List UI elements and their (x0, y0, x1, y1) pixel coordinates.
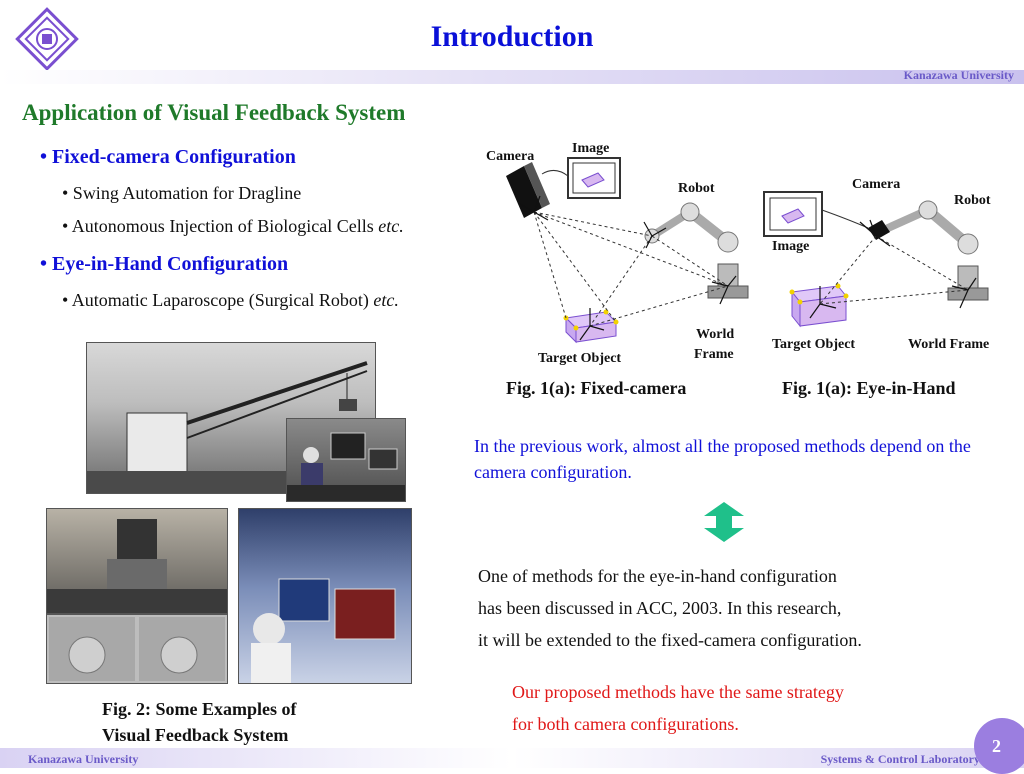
proposed-line-2: for both camera configurations. (512, 714, 739, 734)
university-logo (14, 6, 80, 72)
research-line-1: One of methods for the eye-in-hand confi… (478, 566, 837, 586)
fig1b-image-label: Image (772, 239, 809, 254)
university-seal-icon (15, 7, 79, 71)
fig1a-camera-label: Camera (486, 149, 534, 164)
fig2-caption-line1: Fig. 2: Some Examples of (102, 699, 297, 719)
cell-injection-photo (46, 508, 228, 614)
fig1a-robot-label: Robot (678, 181, 715, 196)
university-name-bottom: Kanazawa University (28, 752, 139, 766)
fig1a-world-label-1: World (696, 327, 734, 342)
previous-work-text: In the previous work, almost all the pro… (474, 436, 971, 482)
bullet-eye-in-hand: • Eye-in-Hand Configuration (40, 253, 289, 275)
research-text: One of methods for the eye-in-hand confi… (478, 560, 998, 656)
university-name-top: Kanazawa University (903, 68, 1014, 82)
bullet-laparoscope: • Automatic Laparoscope (Surgical Robot)… (62, 290, 399, 311)
section-subtitle: Application of Visual Feedback System (22, 100, 406, 125)
fig1a-target-label: Target Object (538, 351, 621, 366)
camera-icon (506, 162, 550, 218)
fig1a-diagram: Camera Image Robot Target Object World F… (480, 136, 770, 372)
robot-arm-icon (884, 200, 989, 301)
microscope-cells-photo (46, 614, 228, 684)
bullet-fixed-camera: • Fixed-camera Configuration (40, 146, 296, 168)
image-frame-icon (763, 191, 823, 237)
header-band (0, 70, 1024, 84)
fig1b-caption: Fig. 1(a): Eye-in-Hand (782, 378, 956, 398)
double-arrow-icon (704, 502, 744, 542)
fig2-caption-line2: Visual Feedback System (102, 725, 289, 745)
surgical-robot-photo (238, 508, 412, 684)
fig1b-target-label: Target Object (772, 337, 855, 352)
target-object-icon (789, 283, 849, 328)
fig2-caption: Fig. 2: Some Examples of Visual Feedback… (102, 696, 296, 748)
target-object-icon (563, 309, 619, 344)
page-title: Introduction (430, 20, 594, 53)
proposed-line-1: Our proposed methods have the same strat… (512, 682, 844, 702)
bullet-swing-automation: • Swing Automation for Dragline (62, 183, 302, 203)
fig1b-camera-label: Camera (852, 177, 900, 192)
research-line-3: it will be extended to the fixed-camera … (478, 630, 862, 650)
fig1b-robot-label: Robot (954, 193, 991, 208)
image-frame-icon (567, 157, 621, 199)
research-line-2: has been discussed in ACC, 2003. In this… (478, 598, 842, 618)
page-number-badge (974, 718, 1024, 774)
robot-arm-icon (644, 202, 749, 299)
page-number: 2 (992, 736, 1001, 756)
fig1b-diagram: Camera Robot Image Target Object World F… (760, 170, 1022, 360)
footer-band (0, 748, 1024, 768)
bullet-cell-injection: • Autonomous Injection of Biological Cel… (62, 216, 404, 237)
camera-icon (868, 220, 890, 240)
fig1a-world-label-2: Frame (694, 347, 734, 362)
fig1a-image-label: Image (572, 141, 609, 156)
bullet-laparoscope-text: • Automatic Laparoscope (Surgical Robot) (62, 290, 374, 310)
lab-name: Systems & Control Laboratory (820, 752, 980, 766)
etc-text: etc. (373, 290, 399, 310)
proposed-methods-text: Our proposed methods have the same strat… (512, 676, 1012, 740)
etc-text: etc. (378, 216, 404, 236)
fig1b-world-label: World Frame (908, 337, 989, 352)
fig1a-caption: Fig. 1(a): Fixed-camera (506, 378, 687, 398)
control-room-photo (286, 418, 406, 502)
bullet-cell-injection-text: • Autonomous Injection of Biological Cel… (62, 216, 379, 236)
